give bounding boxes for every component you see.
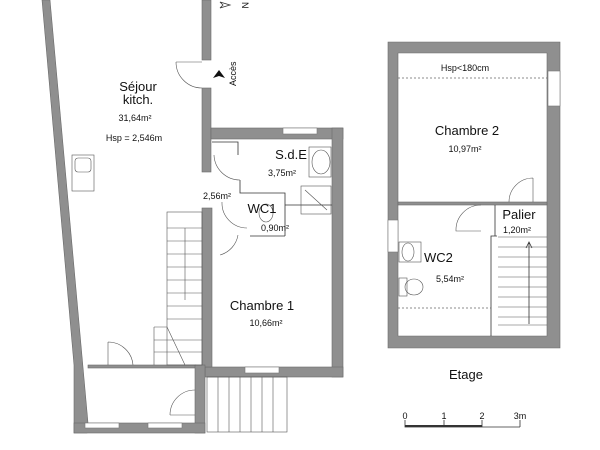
room-area-chambre2: 10,97m² (448, 144, 481, 154)
palier-partition (490, 205, 497, 336)
kitchen-sink-icon (71, 154, 95, 192)
window (244, 366, 280, 374)
room-area-chambre1: 10,66m² (249, 318, 282, 328)
door-swing (169, 389, 196, 416)
door-swing (107, 341, 134, 366)
floor-title-etage: Etage (449, 367, 483, 382)
window (387, 219, 399, 253)
room-name-chambre2: Chambre 2 (435, 123, 499, 138)
room-name-sde: S.d.E (275, 147, 307, 162)
lower-left-wall (87, 364, 197, 369)
door-swing (219, 201, 248, 256)
room-area-wc2: 5,54m² (436, 274, 464, 284)
window (282, 127, 318, 135)
room-name-wc2: WC2 (424, 250, 453, 265)
access-arrow-icon (213, 70, 225, 78)
shower-icon (300, 185, 332, 215)
scale-tick: 1 (441, 411, 446, 421)
room-name-sejour-2: kitch. (123, 92, 153, 107)
north-arrow-icon (219, 1, 232, 9)
room-area-hall: 2,56m² (203, 191, 231, 201)
scale-bar: 0 1 2 3m (402, 411, 527, 428)
ceiling-height-note: Hsp<180cm (441, 63, 489, 73)
sink-icon (308, 146, 332, 178)
sink-icon (398, 241, 422, 263)
left-wall (41, 0, 89, 434)
ground-floor: Séjour kitch. 31,64m² Hsp = 2,546m S.d.E… (41, 0, 344, 434)
scale-tick: 0 (402, 411, 407, 421)
window (547, 70, 561, 107)
toilet-icon (258, 203, 274, 223)
room-name-wc1: WC1 (248, 201, 277, 216)
upper-floor: Hsp<180cm Chambre 2 10,97m² Palier 1,20m… (387, 41, 561, 382)
door-swing (213, 154, 241, 181)
stairs (153, 211, 203, 366)
bedroom-top-wall (210, 127, 344, 140)
room-name-palier: Palier (502, 207, 536, 222)
scale-tick: 3m (514, 411, 527, 421)
toilet-icon (398, 277, 408, 297)
room-area-palier: 1,20m² (503, 225, 531, 235)
window (147, 422, 183, 429)
ceiling-height-note: Hsp = 2,546m (106, 133, 162, 143)
room-name-sejour: Séjour (119, 79, 157, 94)
upper-outer-walls (387, 41, 561, 349)
entry-door-swing (175, 61, 203, 89)
room-area-wc1: 0,90m² (261, 223, 289, 233)
upper-stairs (498, 236, 547, 326)
room-area-sejour: 31,64m² (118, 113, 151, 123)
upper-partition (397, 201, 548, 206)
sde-partition (212, 141, 332, 237)
bedroom-right-wall (331, 127, 344, 378)
north-label: N (240, 2, 250, 9)
external-stairs (206, 376, 288, 433)
scale-tick: 2 (479, 411, 484, 421)
sejour-right-wall-top (201, 0, 212, 61)
sejour-right-wall (201, 87, 212, 173)
room-area-sde: 3,75m² (268, 168, 296, 178)
access-label: Accès (228, 61, 238, 86)
room-name-chambre1: Chambre 1 (230, 298, 294, 313)
window (84, 422, 120, 429)
bottom-wall (73, 422, 206, 434)
stair-wall (201, 207, 213, 368)
door-swing (455, 177, 534, 232)
